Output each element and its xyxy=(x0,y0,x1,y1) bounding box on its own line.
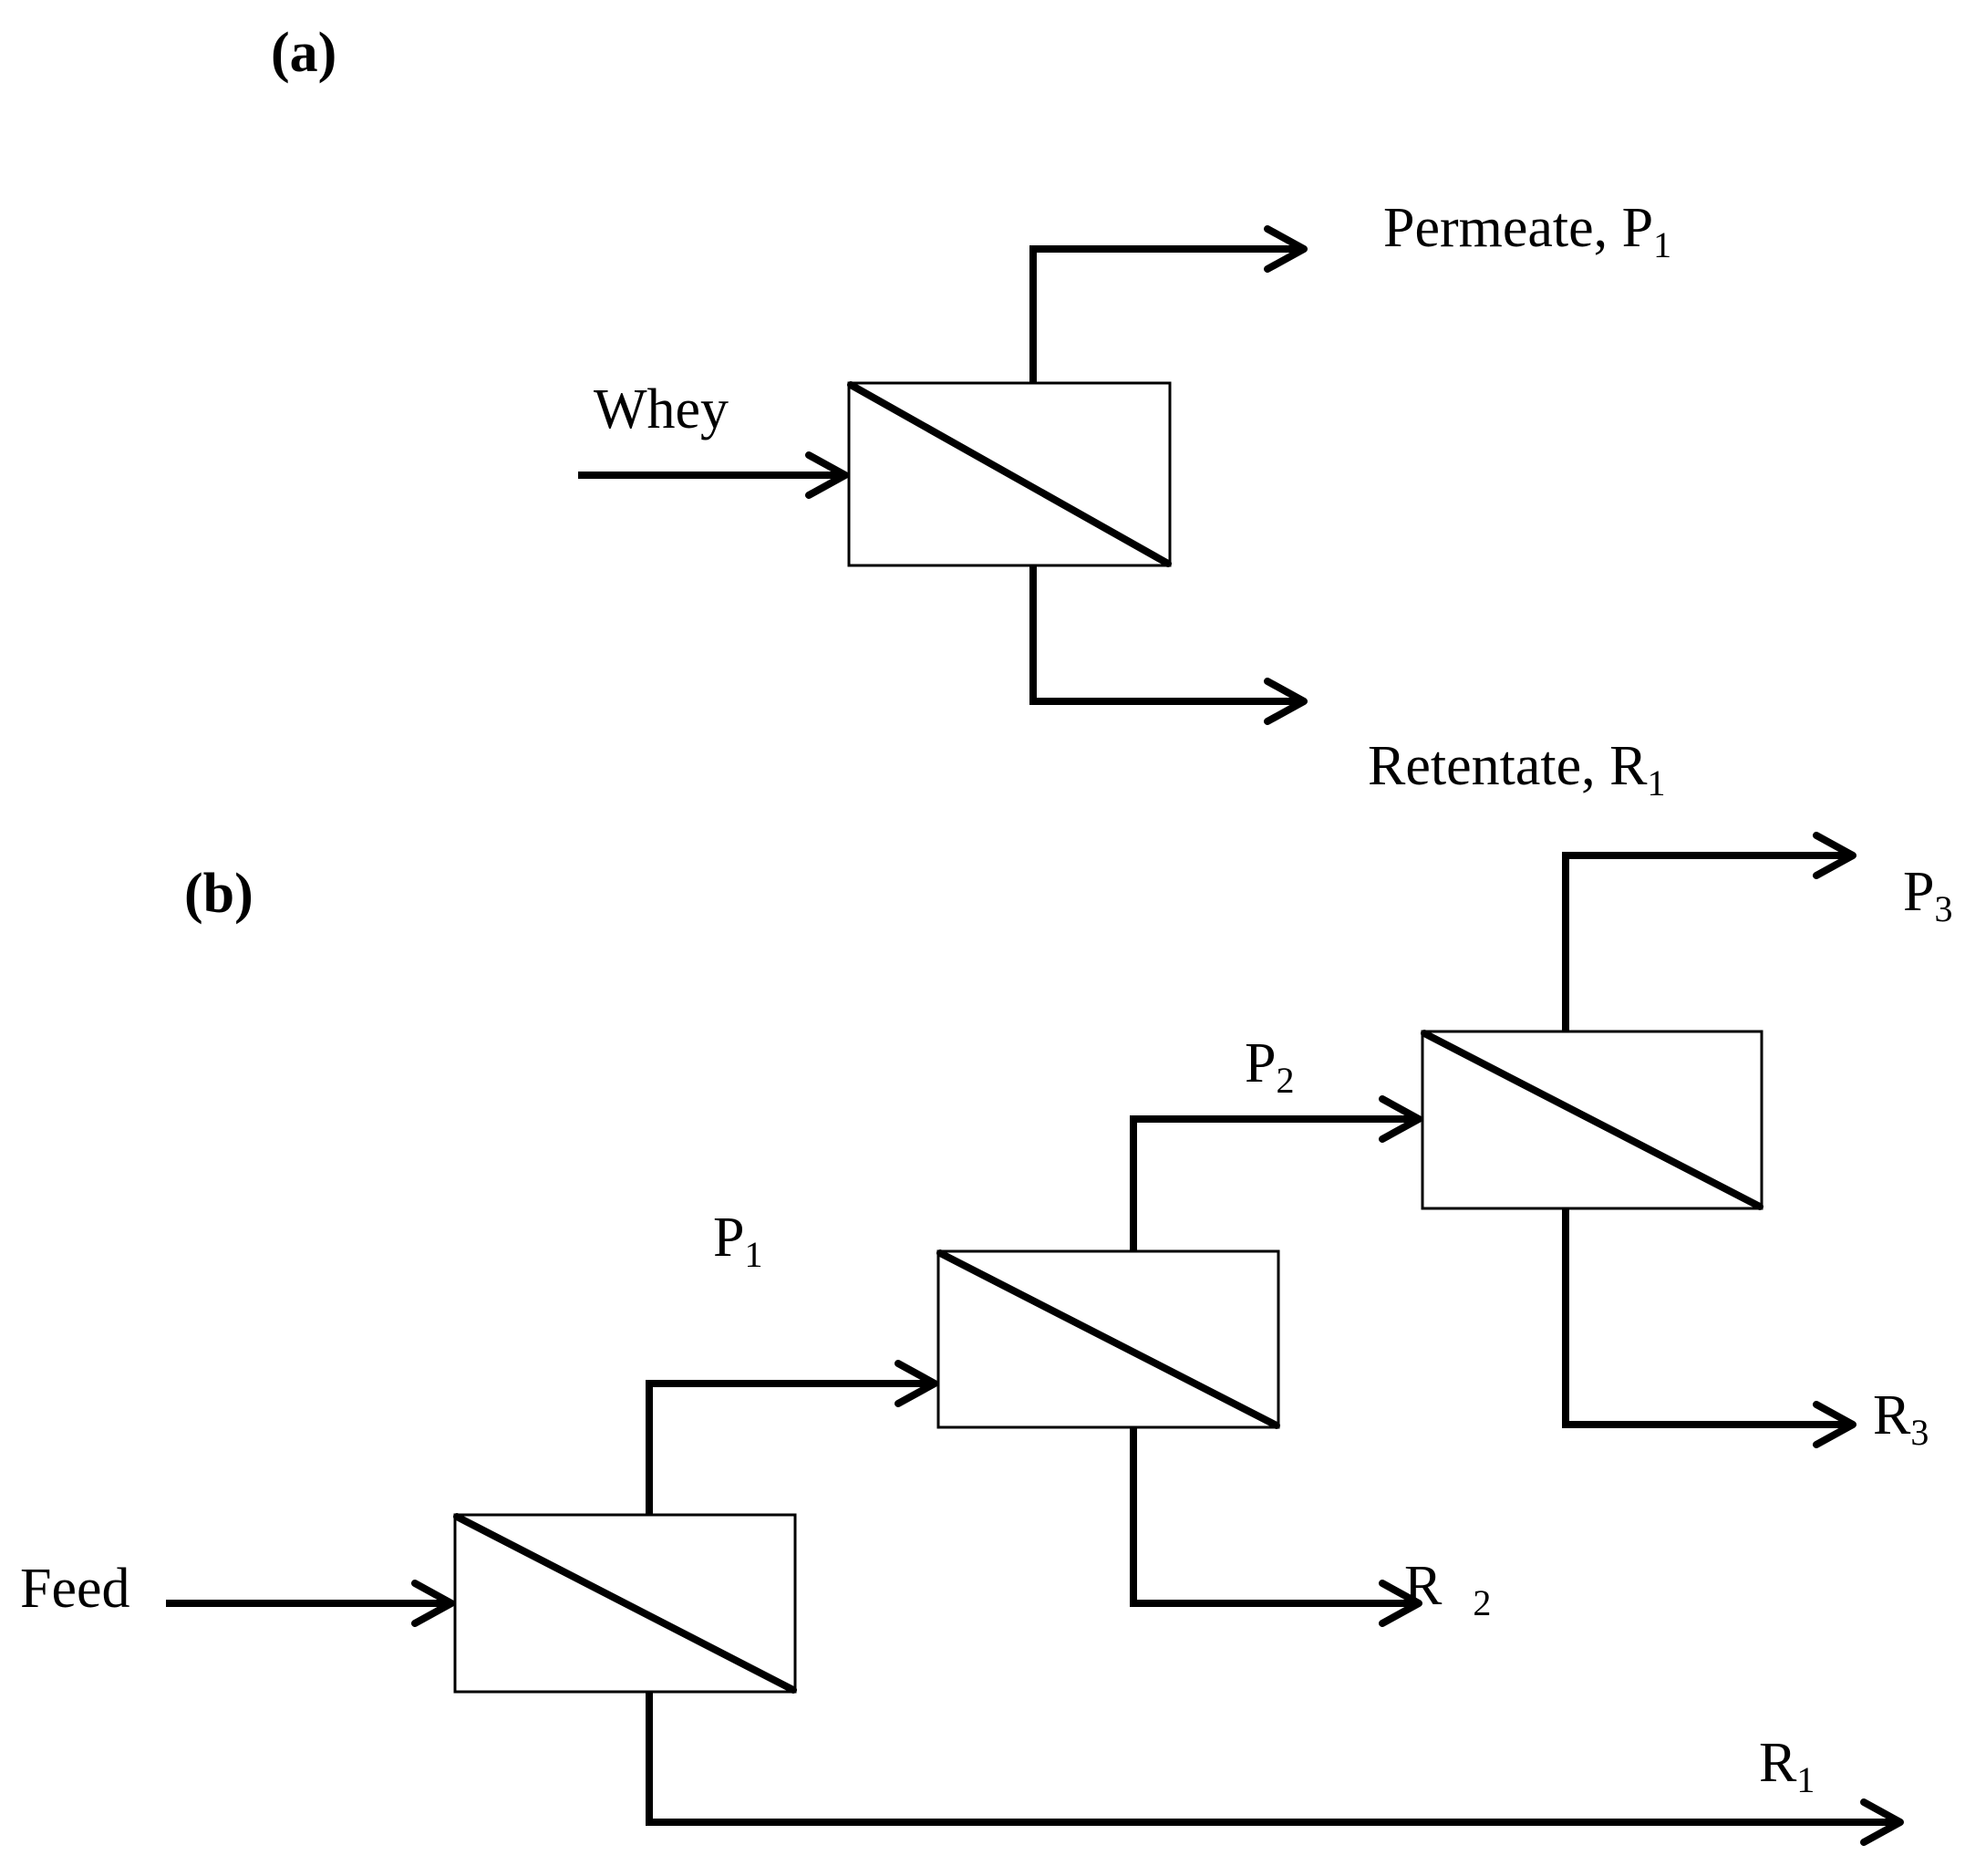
permeate-arrow-a xyxy=(1029,225,1308,383)
membrane-unit-a xyxy=(847,381,1172,567)
membrane-unit-b3-membrane xyxy=(1421,1030,1763,1210)
retentate-label-r3: R3 xyxy=(1873,1384,1929,1453)
permeate-label-p1: P1 xyxy=(713,1207,762,1275)
panel-b: (b) xyxy=(20,832,1952,1846)
membrane-unit-b2 xyxy=(936,1249,1280,1429)
retentate-label-r1: R1 xyxy=(1759,1732,1815,1800)
permeate-label-p2: P2 xyxy=(1245,1032,1294,1101)
permeate-label-a: Permeate, P1 xyxy=(1383,197,1671,265)
membrane-unit-a-membrane xyxy=(847,381,1172,567)
membrane-unit-b1 xyxy=(453,1513,797,1694)
panel-b-label: (b) xyxy=(184,863,253,925)
membrane-unit-b3 xyxy=(1421,1030,1763,1210)
retentate-arrow-r2 xyxy=(1130,1427,1422,1627)
whey-label: Whey xyxy=(594,378,729,440)
panel-a-label: (a) xyxy=(271,22,336,84)
retentate-arrow-r3 xyxy=(1562,1208,1856,1448)
permeate-label-p3: P3 xyxy=(1903,861,1952,929)
whey-feed-arrow xyxy=(578,451,849,499)
membrane-unit-b2-membrane xyxy=(936,1249,1280,1429)
retentate-arrow-r1 xyxy=(646,1692,1904,1846)
permeate-arrow-p2 xyxy=(1130,1095,1422,1251)
retentate-arrow-a xyxy=(1029,565,1308,725)
membrane-unit-b1-membrane xyxy=(453,1513,797,1694)
permeate-arrow-p3 xyxy=(1562,832,1856,1031)
feed-label: Feed xyxy=(20,1558,130,1620)
permeate-arrow-p1 xyxy=(646,1360,938,1515)
feed-arrow xyxy=(166,1580,455,1627)
panel-a: (a) Whey Permeate, P1 Retentate, R1 xyxy=(271,22,1671,803)
retentate-label-a: Retentate, R1 xyxy=(1368,735,1665,803)
